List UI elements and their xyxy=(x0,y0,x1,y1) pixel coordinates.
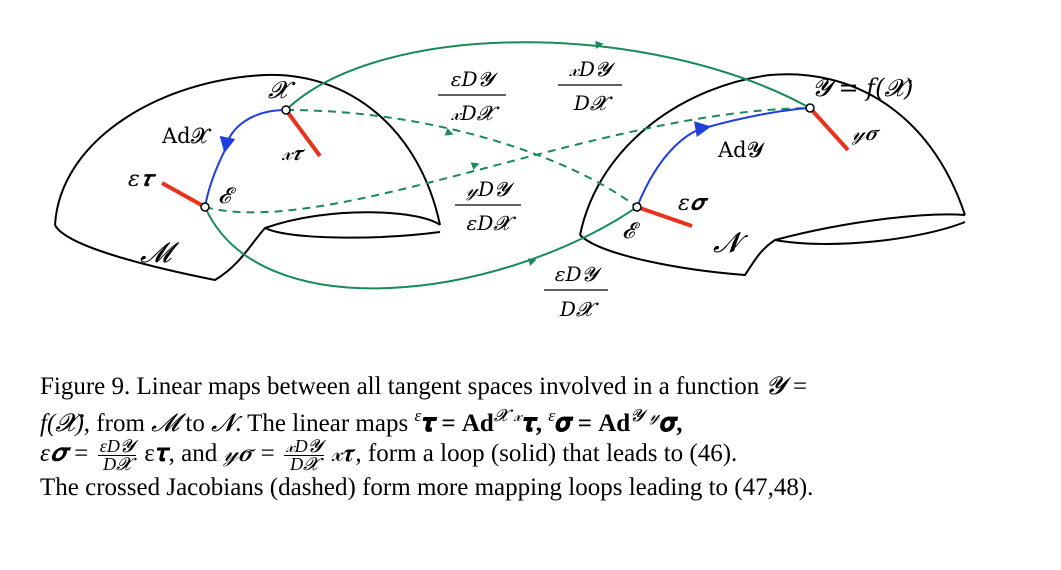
figure-caption: Figure 9. Linear maps between all tangen… xyxy=(40,372,1025,502)
y-sigma-vector xyxy=(808,106,850,152)
caption-line-2: f(𝓧), from 𝓜 to 𝓝. The linear maps ε𝝉 = … xyxy=(40,406,683,437)
manifold-n xyxy=(579,73,966,277)
dashed-e-to-y-curve xyxy=(204,107,811,214)
tangent-space-figure: 𝓜 𝓝 𝓧 𝓔 𝓔 𝓨 = f(𝓧) Ad𝓧 Ad𝓨 ε𝝉 𝓍𝝉 ε𝝈 𝓎𝝈 ε… xyxy=(54,40,966,321)
svg-text:D𝓧: D𝓧 xyxy=(559,297,599,321)
label-y-equals-fx: 𝓨 = f(𝓧) xyxy=(812,74,913,102)
label-manifold-m: 𝓜 xyxy=(140,236,180,269)
manifold-m xyxy=(54,73,441,282)
svg-text:𝓎D𝓨: 𝓎D𝓨 xyxy=(465,177,515,201)
label-e-right: 𝓔 xyxy=(622,219,641,244)
adjoint-x-curve xyxy=(219,109,287,154)
caption-line-4: The crossed Jacobians (dashed) form more… xyxy=(40,474,814,501)
jacobian-edy-xdx: εD𝓨 𝓍D𝓧 xyxy=(438,67,506,125)
label-eps-tau: ε𝝉 xyxy=(128,167,157,192)
svg-text:𝓍D𝓧: 𝓍D𝓧 xyxy=(450,101,499,125)
point-x xyxy=(281,105,291,115)
map-x-to-y-curve xyxy=(285,41,811,111)
dashed-x-to-e-curve xyxy=(285,109,638,208)
label-eps-sigma: ε𝝈 xyxy=(678,191,709,216)
label-e-left: 𝓔 xyxy=(218,184,237,209)
svg-text:𝓍D𝓨: 𝓍D𝓨 xyxy=(568,57,615,81)
x-tau-vector xyxy=(284,108,322,158)
label-manifold-n: 𝓝 xyxy=(713,226,749,259)
label-x-tau: 𝓍𝝉 xyxy=(281,141,305,166)
eps-sigma-vector xyxy=(636,205,693,228)
label-x: 𝓧 xyxy=(268,76,296,104)
point-y xyxy=(805,103,815,113)
eps-tau-vector xyxy=(161,181,206,209)
label-y-sigma: 𝓎𝝈 xyxy=(851,121,881,146)
label-ad-x: Ad𝓧 xyxy=(161,124,212,148)
jacobian-edy-dx: εD𝓨 D𝓧 xyxy=(544,262,608,321)
jacobian-ydy-edx: 𝓎D𝓨 εD𝓧 xyxy=(455,177,521,235)
map-e-to-e-curve xyxy=(204,206,638,290)
svg-text:εD𝓧: εD𝓧 xyxy=(467,211,517,235)
label-ad-y: Ad𝓨 xyxy=(717,138,765,162)
svg-text:D𝓧: D𝓧 xyxy=(573,91,613,115)
point-e-left xyxy=(200,202,210,212)
svg-text:εD𝓨: εD𝓨 xyxy=(555,262,603,286)
point-e-right xyxy=(632,202,642,212)
svg-text:εD𝓨: εD𝓨 xyxy=(451,67,499,91)
adjoint-y-curve xyxy=(636,121,712,208)
jacobian-xdy-dx: 𝓍D𝓨 D𝓧 xyxy=(558,57,622,115)
caption-line-1: Figure 9. Linear maps between all tangen… xyxy=(40,373,809,400)
